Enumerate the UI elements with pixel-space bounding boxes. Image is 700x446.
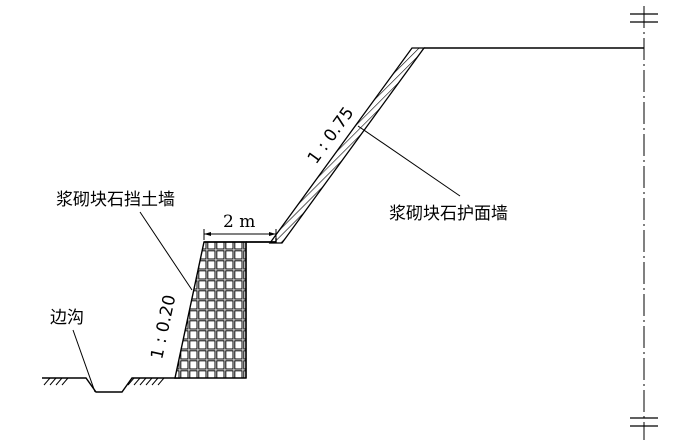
leader-lines	[72, 125, 461, 393]
ground-profile	[42, 377, 180, 393]
retaining-wall-label: 浆砌块石挡土墙	[56, 190, 175, 210]
centerline	[630, 6, 658, 440]
berm-dimension: 2 m	[203, 212, 277, 240]
protection-wall-leader	[357, 125, 461, 197]
berm-top	[204, 238, 277, 243]
lower-slope-ratio: 1 : 0.20	[147, 293, 180, 361]
berm-width-label: 2 m	[223, 212, 255, 232]
ditch-leader	[72, 329, 96, 393]
ditch-label: 边沟	[50, 308, 84, 328]
protection-wall-label: 浆砌块石护面墙	[389, 204, 508, 224]
retaining-wall-leader	[139, 211, 193, 291]
ground-hatching	[43, 377, 165, 386]
retaining-wall	[174, 241, 247, 379]
